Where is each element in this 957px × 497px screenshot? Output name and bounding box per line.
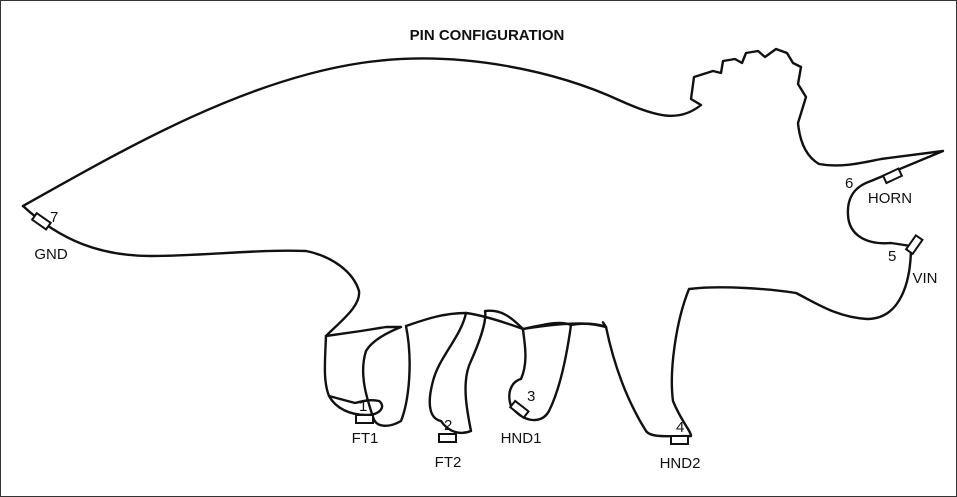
pin-3: 3 HND1 [501, 388, 542, 447]
pin-6-label: HORN [868, 190, 912, 207]
dinosaur-belly-outline [21, 204, 361, 338]
dinosaur-front-leg-outline [601, 321, 608, 329]
pin-5: 5 VIN [888, 233, 938, 287]
pin-2-pad [438, 433, 457, 443]
pin-7-number: 7 [50, 209, 58, 226]
pin-4-number: 4 [676, 419, 684, 436]
pin-3-pad [508, 399, 530, 420]
pin-7-label: GND [34, 246, 68, 263]
pin-2-label: FT2 [435, 454, 462, 471]
pin-3-label: HND1 [501, 430, 542, 447]
pin-5-number: 5 [888, 248, 896, 265]
pin-4-pad [670, 435, 689, 445]
dinosaur-rear-leg-ft2-outline [428, 309, 525, 435]
pin-1-number: 1 [359, 398, 367, 415]
pin-1-label: FT1 [352, 430, 379, 447]
pin-7-pad [30, 211, 53, 231]
dinosaur-rear-leg-ft1-outline [323, 311, 468, 427]
pin-4-label: HND2 [660, 455, 701, 472]
pin-1-pad [355, 414, 374, 424]
pin-6-number: 6 [845, 175, 853, 192]
pin-6: 6 HORN [845, 167, 912, 207]
pin-2: 2 FT2 [435, 417, 462, 471]
pin-1: 1 FT1 [352, 398, 379, 447]
pin-4: 4 HND2 [660, 419, 701, 472]
pin-7: 7 GND [30, 209, 68, 263]
diagram-title: PIN CONFIGURATION [410, 27, 565, 44]
pin-5-label: VIN [912, 270, 937, 287]
pin-2-number: 2 [444, 417, 452, 434]
pin-3-number: 3 [527, 388, 535, 405]
pin-5-pad [904, 233, 924, 256]
pin-6-pad [881, 167, 904, 185]
dinosaur-chest-outline [521, 322, 608, 331]
dinosaur-body-outline [21, 47, 945, 438]
